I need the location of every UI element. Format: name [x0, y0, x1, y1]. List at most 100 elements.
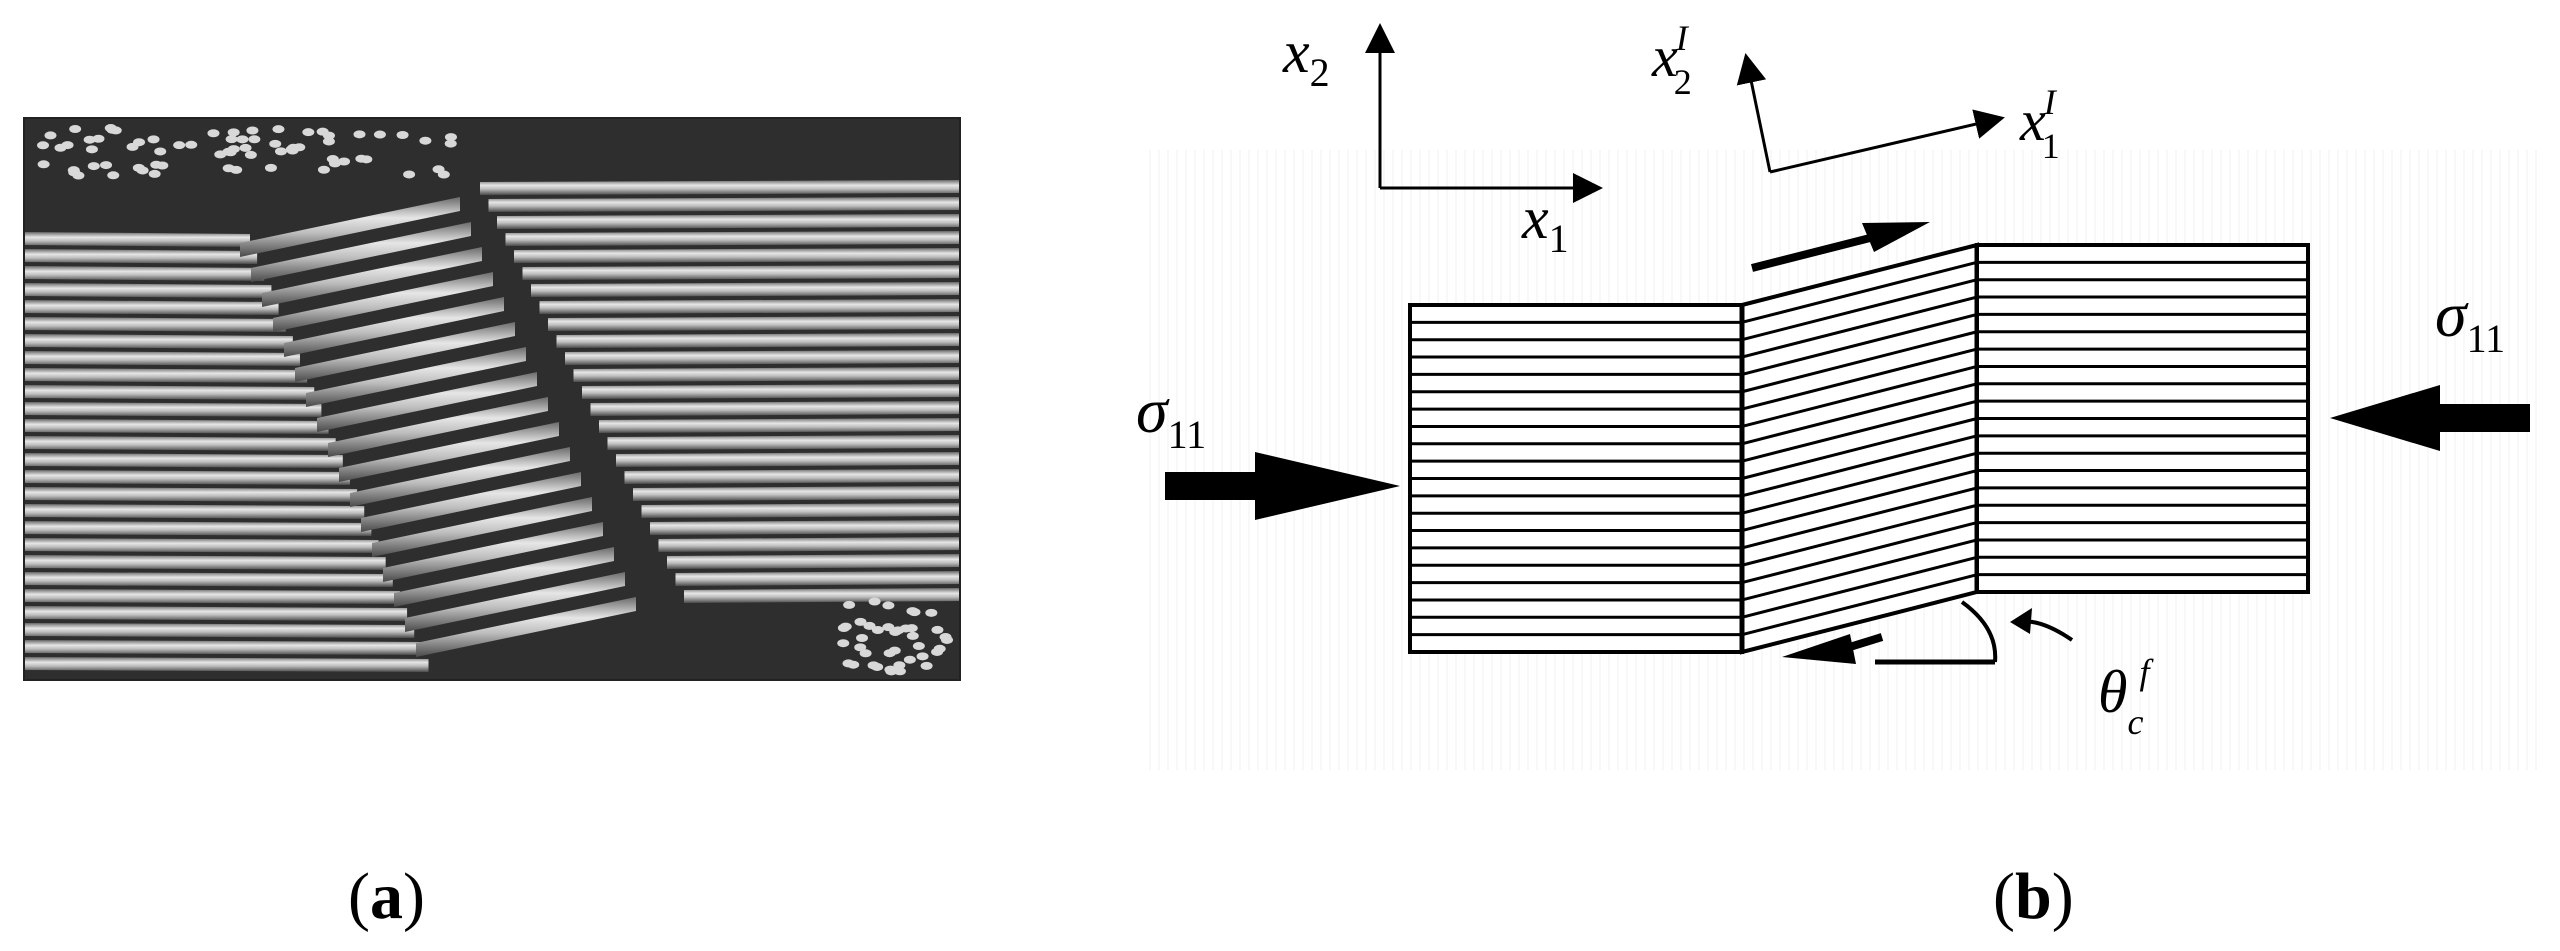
kink-fiber-line [1741, 347, 1978, 411]
panel-b-label-text: (b) [1993, 860, 2074, 933]
micrograph-fiber-left [24, 657, 429, 672]
micrograph-fiber-left [24, 368, 308, 383]
load-arrow-left [1165, 452, 1400, 520]
fiber-dot [61, 141, 74, 150]
fiber-dot [419, 136, 432, 145]
micrograph-frame [23, 117, 961, 681]
fiber-dot [847, 660, 860, 669]
micrograph-fiber-right [497, 214, 960, 229]
micrograph-fiber-right [641, 503, 960, 518]
fiber-dot [154, 147, 167, 156]
micrograph-fiber-right [582, 384, 960, 399]
kink-fiber-line [1741, 521, 1978, 585]
micrograph-fiber-right [675, 571, 960, 586]
fiber-dot [893, 667, 906, 676]
kink-fiber-line [1741, 503, 1978, 567]
micrograph-fiber-left [24, 606, 408, 621]
fiber-dot [248, 135, 261, 144]
micrograph-fiber-left [24, 317, 286, 332]
fiber-dot [903, 655, 916, 664]
fiber-dot [931, 625, 944, 634]
fiber-dot [328, 159, 341, 168]
micrograph-fibers-left [24, 232, 429, 672]
micrograph-fiber-left [24, 470, 350, 485]
micrograph-fiber-left [24, 572, 393, 587]
micrograph-fiber-left [24, 589, 400, 604]
fiber-dot [227, 128, 240, 137]
micrograph-fiber-kinked [339, 422, 559, 482]
global-axis-x1-label: x1 [1521, 185, 1569, 261]
micrograph-fiber-right [514, 248, 960, 263]
fiber-dot [444, 139, 457, 148]
fiber-dot [396, 130, 409, 139]
kink-fiber-line [1741, 417, 1978, 480]
fiber-dot [236, 135, 249, 144]
micrograph-fiber-left [24, 385, 315, 400]
angle-label: θcf [2098, 652, 2154, 742]
fiber-dot [939, 633, 952, 642]
fiber-dot [92, 134, 105, 143]
micrograph-fiber-right [565, 350, 960, 365]
fiber-dot [444, 133, 457, 142]
fiber-dot [244, 150, 257, 159]
fiber-dot [856, 633, 869, 642]
fiber-dot [837, 624, 850, 633]
fiber-dot [44, 131, 57, 140]
fiber-dot [85, 145, 98, 154]
kink-fiber-line [1741, 312, 1978, 376]
kink-fiber-line [1741, 278, 1978, 342]
panel-a-label: (a) [348, 860, 425, 933]
right-block-fiber-lines [1977, 260, 2308, 577]
micrograph-fiber-right [684, 588, 960, 603]
local-axis-x1 [1769, 109, 2005, 174]
fiber-dot [264, 163, 277, 172]
kink-fiber-line [1741, 330, 1978, 394]
kink-fiber-line [1741, 364, 1978, 428]
fiber-dot [147, 135, 160, 144]
fiber-dot [920, 661, 933, 670]
micrograph-fiber-kinked [383, 522, 603, 582]
fiber-dot [899, 624, 912, 633]
micrograph-fiber-left [24, 521, 372, 536]
panel-a-micrograph [24, 118, 960, 680]
fiber-dot [317, 165, 330, 174]
angle-arc [1960, 600, 1998, 663]
fiber-dot [239, 143, 252, 152]
local-axis-x2 [1736, 53, 1772, 173]
micrograph-fiber-left [24, 232, 250, 247]
fiber-dot [885, 667, 898, 676]
angle-pointer-head [2010, 608, 2032, 634]
micrograph-kink-band-fibers [240, 197, 636, 657]
micrograph-fiber-left [24, 640, 422, 655]
micrograph-fiber-left [24, 249, 258, 264]
shear-arrow-top-shaft [1751, 234, 1871, 272]
micrograph-fiber-kinked [328, 397, 548, 457]
load-arrow-right [2330, 385, 2530, 451]
micrograph-fiber-right [667, 554, 960, 569]
fiber-dot [889, 627, 902, 636]
fiber-dot [403, 170, 416, 179]
micrograph-fiber-left [24, 538, 379, 553]
kink-fiber-line [1741, 434, 1978, 498]
fiber-dot [432, 165, 445, 174]
fiber-dot [353, 130, 366, 139]
micrograph-fiber-kinked [317, 372, 537, 432]
fiber-dot [286, 146, 299, 155]
kink-band [1739, 242, 1980, 655]
fiber-dot [871, 626, 884, 635]
micrograph-fiber-left [24, 504, 365, 519]
load-arrow-left-shaft [1165, 472, 1265, 500]
fiber-dot [322, 131, 335, 140]
stress-label-right: σ11 [2435, 279, 2505, 361]
fiber-dot [207, 129, 220, 138]
micrograph-fiber-right [599, 418, 960, 433]
micrograph-fiber-right [556, 333, 960, 348]
micrograph-fiber-right [488, 197, 960, 212]
fiber-dot [274, 147, 287, 156]
load-arrow-left-head [1255, 452, 1400, 520]
fiber-dot [104, 124, 117, 133]
micrograph-fiber-dots-bottom [837, 597, 954, 676]
fiber-dot [272, 125, 285, 134]
panel-a-label-text: (a) [348, 860, 425, 933]
micrograph-fiber-kinked [251, 222, 471, 282]
